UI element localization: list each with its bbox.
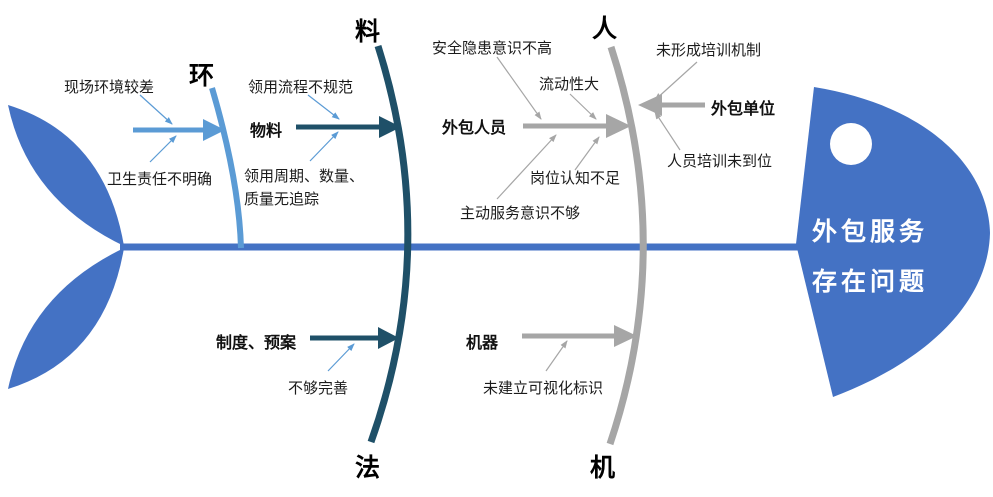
category-label-people: 人 bbox=[592, 15, 618, 43]
env-cause-top-pointer bbox=[139, 94, 173, 125]
primary-cause-people: 外包人员 bbox=[442, 120, 507, 137]
problem-statement-line2: 存在问题 bbox=[812, 268, 929, 296]
category-label-material: 料 bbox=[355, 18, 381, 46]
machine-cause-pointer bbox=[545, 340, 568, 372]
cause-machine: 未建立可视化标识 bbox=[483, 380, 604, 397]
primary-cause-machine: 机器 bbox=[466, 335, 499, 352]
material-arrowhead bbox=[379, 116, 401, 138]
primary-cause-vendor: 外包单位 bbox=[711, 101, 776, 118]
machine-arrowhead bbox=[614, 325, 637, 347]
vendor-cause-bottom-pointer bbox=[654, 111, 681, 151]
env-cause-bottom-pointer bbox=[149, 135, 177, 163]
people-arrowhead bbox=[606, 114, 631, 138]
cause-people-service: 主动服务意识不够 bbox=[460, 205, 581, 222]
people-role-pointer bbox=[574, 136, 600, 171]
method-arrow bbox=[310, 327, 399, 349]
env-arrow bbox=[133, 119, 225, 141]
category-label-method: 法 bbox=[355, 454, 381, 482]
cause-env-top: 现场环境较差 bbox=[64, 79, 155, 96]
method-cause-pointer bbox=[327, 343, 355, 372]
tail-fin-top bbox=[8, 105, 124, 246]
people-mobility-pointer bbox=[569, 93, 597, 120]
cause-material-bottom-line2: 质量无追踪 bbox=[244, 191, 320, 208]
material-cause-top-pointer bbox=[307, 94, 340, 120]
env-arrowhead bbox=[203, 119, 225, 141]
tail-fin-bottom bbox=[8, 248, 124, 389]
cause-method: 不够完善 bbox=[288, 380, 349, 397]
cause-material-bottom-line1: 领用周期、数量、 bbox=[244, 168, 365, 185]
category-label-machine: 机 bbox=[590, 454, 616, 482]
category-label-env: 环 bbox=[189, 62, 215, 90]
machine-arrow bbox=[522, 325, 637, 347]
cause-people-safety: 安全隐患意识不高 bbox=[432, 40, 553, 57]
cause-people-mobility: 流动性大 bbox=[539, 76, 600, 93]
people-safety-pointer bbox=[496, 56, 542, 120]
bone-env bbox=[209, 87, 244, 249]
cause-people-role: 岗位认知不足 bbox=[530, 170, 621, 187]
method-arrowhead bbox=[378, 327, 399, 349]
cause-env-bottom: 卫生责任不明确 bbox=[107, 171, 213, 188]
problem-statement-line1: 外包服务 bbox=[812, 218, 929, 246]
vendor-arrow bbox=[638, 94, 705, 116]
material-arrow bbox=[296, 116, 401, 138]
people-arrow bbox=[523, 114, 631, 138]
vendor-cause-top-pointer bbox=[654, 61, 698, 101]
people-service-pointer bbox=[496, 134, 557, 200]
material-cause-bottom-pointer bbox=[309, 131, 339, 162]
fish-head bbox=[796, 87, 990, 397]
primary-cause-material: 物料 bbox=[250, 123, 283, 140]
primary-cause-method: 制度、预案 bbox=[216, 335, 297, 352]
cause-vendor-bottom: 人员培训未到位 bbox=[667, 153, 773, 170]
fish-eye bbox=[830, 123, 872, 165]
cause-material-top: 领用流程不规范 bbox=[248, 79, 354, 96]
cause-vendor-top: 未形成培训机制 bbox=[656, 42, 762, 59]
fish-tail bbox=[8, 105, 124, 389]
bone-people-machine bbox=[606, 45, 647, 446]
bone-material-method bbox=[367, 44, 412, 444]
